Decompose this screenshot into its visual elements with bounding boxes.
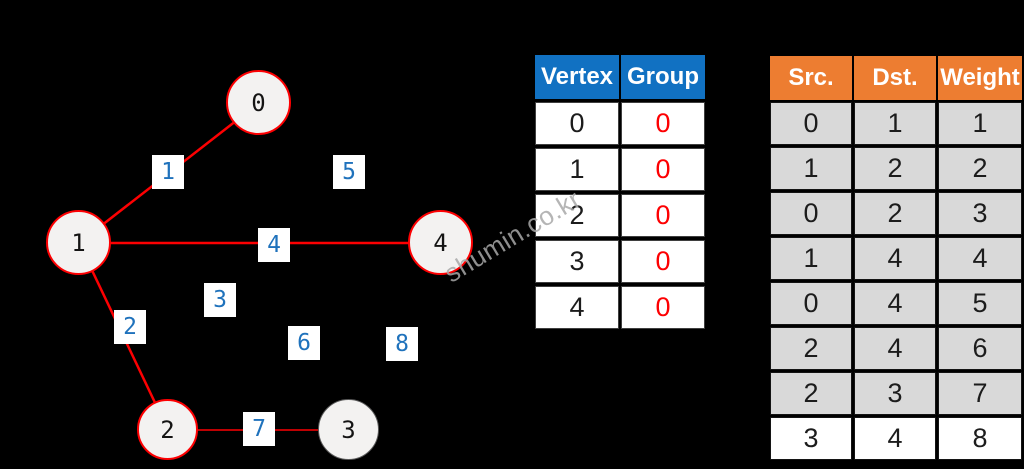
graph-node-2: 2 [137, 399, 198, 460]
vertex-cell: 3 [535, 240, 619, 283]
dst-cell: 2 [854, 147, 936, 190]
edge-weight-label-0-4: 5 [333, 155, 365, 189]
edge-weight-label-1-2: 2 [114, 310, 146, 344]
dst-cell: 4 [854, 327, 936, 370]
src-cell: 3 [770, 417, 852, 460]
vertex-cell: 1 [535, 148, 619, 191]
edge-weight-label-0-1: 1 [152, 155, 184, 189]
vertex-cell: 2 [535, 194, 619, 237]
dst-cell: 1 [854, 102, 936, 145]
edge-weight-label-2-3: 7 [243, 412, 275, 446]
src-cell: 2 [770, 327, 852, 370]
edge-table-header-dst: Dst. [854, 56, 936, 100]
dst-cell: 4 [854, 237, 936, 280]
vertex-table-header-vertex: Vertex [535, 55, 619, 99]
group-value-cell: 0 [621, 148, 705, 191]
weight-cell: 3 [938, 192, 1022, 235]
edge-weight-label-1-4: 4 [258, 228, 290, 262]
weight-cell: 1 [938, 102, 1022, 145]
edge-weight-label-0-2: 3 [204, 283, 236, 317]
graph-node-1: 1 [46, 210, 111, 275]
weight-cell: 6 [938, 327, 1022, 370]
edge-table-header-src: Src. [770, 56, 852, 100]
dst-cell: 2 [854, 192, 936, 235]
dst-cell: 3 [854, 372, 936, 415]
dst-cell: 4 [854, 282, 936, 325]
vertex-table-header-group: Group [621, 55, 705, 99]
src-cell: 0 [770, 282, 852, 325]
src-cell: 2 [770, 372, 852, 415]
edge-weight-label-3-4: 8 [386, 327, 418, 361]
vertex-group-table: Vertex Group 0 0 1 0 2 0 3 0 4 0 [535, 55, 705, 329]
graph-node-0: 0 [226, 70, 291, 135]
src-cell: 0 [770, 192, 852, 235]
edge-line-0-2 [167, 102, 260, 431]
edge-weight-label-2-4: 6 [288, 326, 320, 360]
dst-cell: 4 [854, 417, 936, 460]
weight-cell: 8 [938, 417, 1022, 460]
group-value-cell: 0 [621, 102, 705, 145]
src-cell: 1 [770, 237, 852, 280]
weight-cell: 5 [938, 282, 1022, 325]
graph-node-3: 3 [318, 399, 379, 460]
edge-table-header-weight: Weight [938, 56, 1022, 100]
vertex-cell: 0 [535, 102, 619, 145]
edge-list-table: Src. Dst. Weight 0 1 1 1 2 2 0 2 3 1 4 4… [770, 56, 1022, 460]
group-value-cell: 0 [621, 194, 705, 237]
vertex-cell: 4 [535, 286, 619, 329]
graph-node-4: 4 [408, 210, 473, 275]
weight-cell: 2 [938, 147, 1022, 190]
weight-cell: 7 [938, 372, 1022, 415]
src-cell: 1 [770, 147, 852, 190]
src-cell: 0 [770, 102, 852, 145]
group-value-cell: 0 [621, 286, 705, 329]
weight-cell: 4 [938, 237, 1022, 280]
group-value-cell: 0 [621, 240, 705, 283]
